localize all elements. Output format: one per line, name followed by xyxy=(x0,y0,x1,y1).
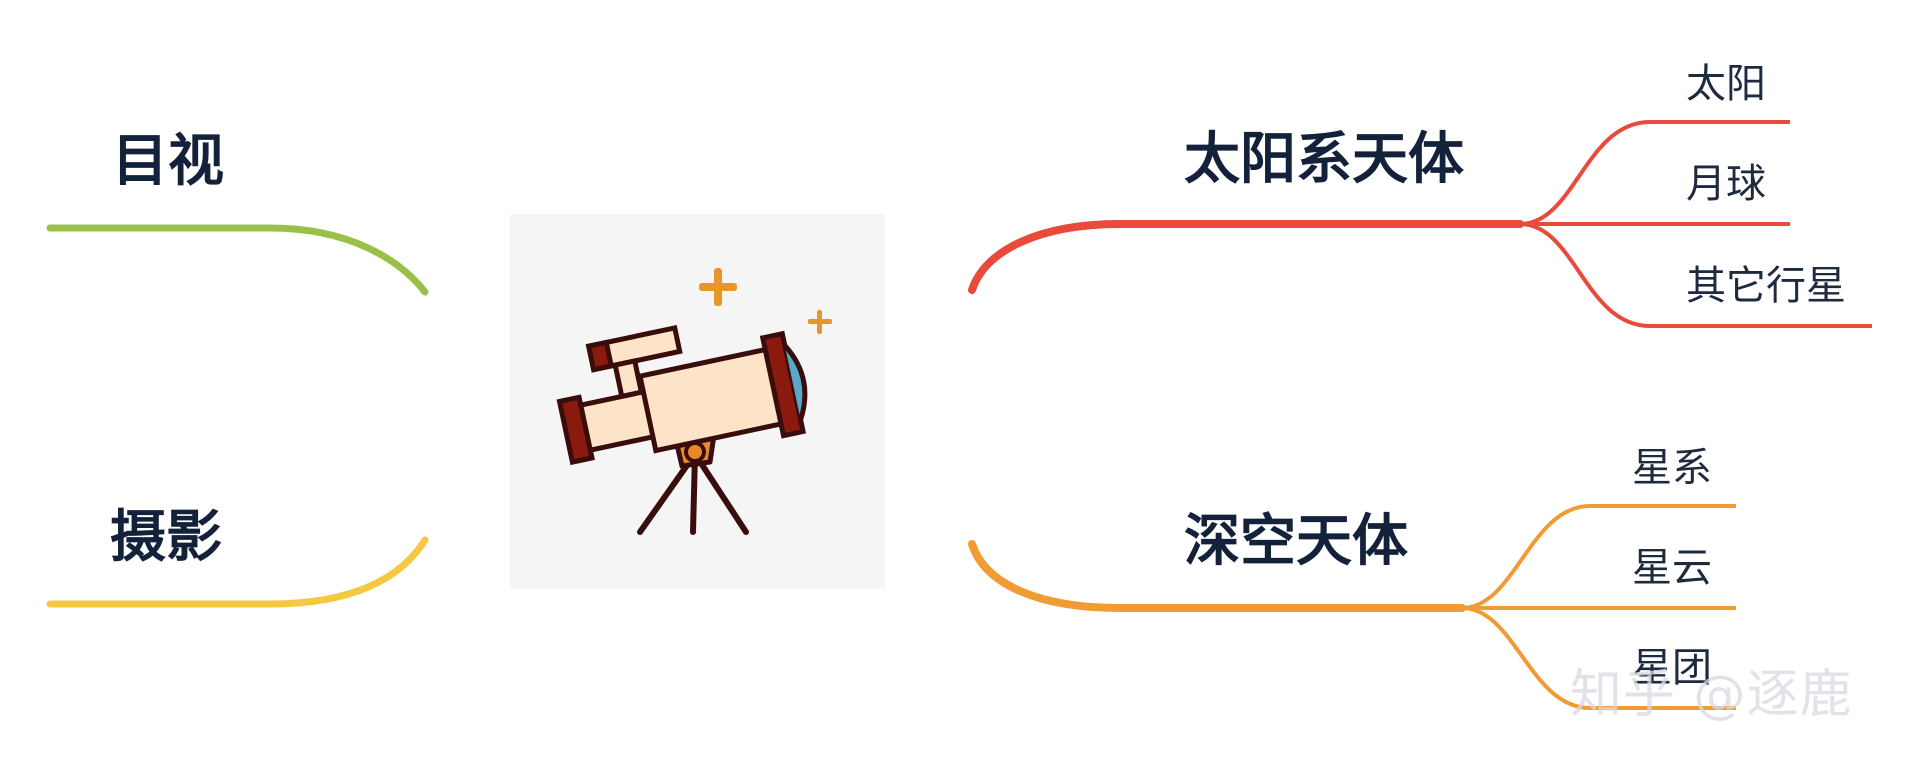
branch-label-solar[interactable]: 太阳系天体 xyxy=(1184,127,1464,192)
branch-label-deep[interactable]: 深空天体 xyxy=(1184,509,1408,574)
branch-label-photo[interactable]: 摄影 xyxy=(110,505,222,570)
sub-label-moon[interactable]: 月球 xyxy=(1686,161,1766,207)
sub-label-galaxy[interactable]: 星系 xyxy=(1632,445,1712,491)
sub-line-cluster xyxy=(1461,606,1736,710)
sub-label-cluster[interactable]: 星团 xyxy=(1632,645,1712,691)
watermark: 知乎 @逐鹿 xyxy=(1570,665,1853,725)
branch-line-solar xyxy=(968,220,1524,294)
sub-label-nebula[interactable]: 星云 xyxy=(1632,545,1712,591)
branch-line-visual xyxy=(46,224,429,296)
sub-label-planets[interactable]: 其它行星 xyxy=(1686,263,1846,309)
central-topic-image[interactable] xyxy=(510,214,885,589)
telescope-icon xyxy=(556,268,832,535)
sub-line-sun xyxy=(1519,120,1790,226)
branch-line-photo xyxy=(46,536,429,608)
sub-line-planets xyxy=(1519,222,1872,328)
branch-label-visual[interactable]: 目视 xyxy=(112,129,224,194)
sub-label-sun[interactable]: 太阳 xyxy=(1686,61,1766,107)
branch-line-deep xyxy=(968,540,1466,612)
sparkle-icon xyxy=(699,268,832,334)
sub-line-galaxy xyxy=(1461,504,1736,610)
